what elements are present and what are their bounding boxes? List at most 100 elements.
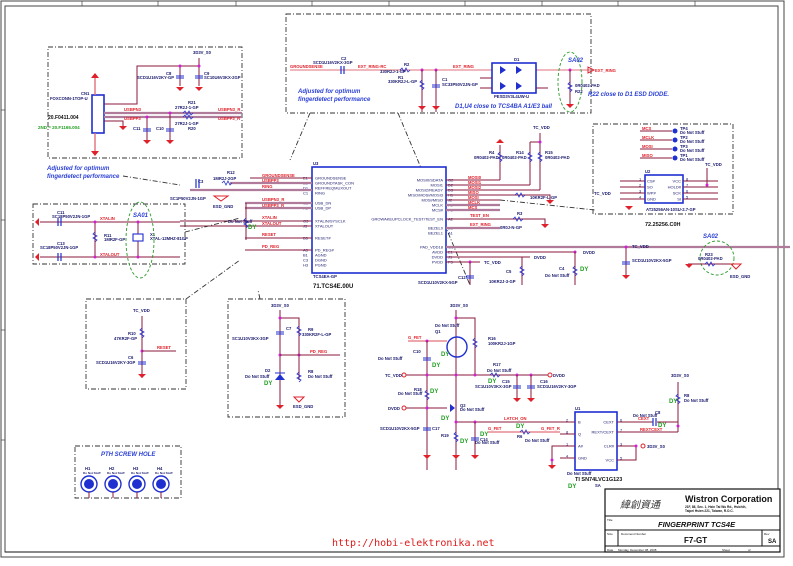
pdreg-supply: 3D3V_S0 [271, 303, 290, 308]
u2-ref: U2 [645, 169, 651, 174]
screw-hole-pad-icon [156, 479, 166, 489]
c8-ref: C8 [166, 71, 172, 76]
net-groundsense-l: GROUNDSENSE [262, 173, 295, 178]
r10-ref: R10 [128, 331, 136, 336]
u3-pin-number: D1 [303, 186, 309, 191]
sheet-border [0, 0, 785, 558]
net-usbpn3-r: USBPN3_R [218, 107, 240, 112]
net-pdreg-l: PD_REG [262, 244, 279, 249]
sa02-right-label: SA02 [703, 234, 719, 240]
c10-value: Do Not Stuff [378, 356, 403, 361]
c14-ref: C14 [480, 437, 488, 442]
u3-pin-name: DVDD [432, 255, 443, 260]
c7-value: SC1U10V3KX-3GP [232, 336, 269, 341]
c4-ref: C4 [559, 266, 565, 271]
net-ext-ring-rc: EXT_RING-RC [358, 64, 386, 69]
dy-u1: DY [568, 484, 576, 490]
watermark-link[interactable]: http://hobi-elektronika.net [332, 538, 495, 549]
c3-value: SC1P50V2JN-1GP [170, 196, 206, 201]
r18-ref: R18 [414, 387, 422, 392]
esd-gnd-icon [212, 195, 230, 202]
sa02-right-block: SA02 TC_VDD SCD1U10V2KX-5GP R23 0R0402-P… [622, 234, 750, 279]
u2-pin-number: 2 [639, 183, 642, 188]
doc-number: F7-GT [684, 536, 707, 545]
dy-d2: DY [264, 381, 272, 387]
resistor-u1-r [675, 393, 681, 405]
u3-pin-name: PD_REG# [315, 248, 334, 253]
u1-c-value: Do Not Stuff [633, 413, 658, 418]
net-reset-l: RESET [262, 232, 276, 237]
transistor-q2 [450, 404, 455, 412]
resistor-r12 [221, 180, 233, 186]
ext-ring-block: GROUNDSENSE C2 SCD1U16V2KX-3GP EXT_RING-… [285, 13, 669, 114]
r21-value: 27R2J-1-GP [175, 105, 199, 110]
resistor-r22 [567, 81, 573, 93]
dy-c14: DY [480, 432, 488, 438]
u3-pin-name: RING [315, 191, 325, 196]
title-label: Title [607, 518, 613, 522]
ic-u1 [574, 411, 618, 471]
dy-c4: DY [580, 267, 588, 273]
r9-ref: R9 [308, 327, 314, 332]
rev-label: Rev [764, 532, 770, 536]
r12-value: 1MR2J-2GP [213, 176, 236, 181]
hole-note: Do Not Stuff [155, 471, 173, 475]
tp-ref: TP3 [680, 144, 688, 149]
border-ticks [1, 1, 696, 441]
r21-ref: R21 [188, 100, 196, 105]
r20-value: 27R2J-1-GP [175, 121, 199, 126]
hole-note: Do Not Stuff [107, 471, 125, 475]
note-adjusted-ext-1: Adjusted for optimum [297, 89, 361, 95]
u3-pin-name: MCS# [432, 208, 444, 213]
title-block: 緯創資通 Wistron Corporation 21F, 88, Sec. 1… [604, 488, 781, 553]
r20-ref: R20 [188, 126, 196, 131]
u1-r-value: Do Not Stuff [684, 398, 709, 403]
resistor-r21 [182, 110, 194, 116]
r15-value: 0R0402-PAD [545, 155, 570, 160]
net-reset: RESET [157, 345, 171, 350]
u3-pin-name: PVDD [432, 260, 443, 265]
c5-value: 10KR2J-3-GP [489, 279, 516, 284]
r14-ref: R14 [516, 150, 524, 155]
x1-value: XTAL-12MHZ-81GP [150, 236, 188, 241]
u2-pin-name: WP# [647, 191, 656, 196]
d1-ref: D1 [514, 57, 520, 62]
company-name: Wistron Corporation [685, 494, 772, 504]
r11-ref: R11 [104, 233, 112, 238]
company-cn: 緯創資通 [620, 499, 662, 511]
resistor-r23 [704, 261, 716, 267]
resistor-c4 [572, 265, 578, 277]
reset-block: TC_VDD R10 47KR2F-GP RESET C6 SCD1U16V2K… [85, 298, 187, 390]
c3-ref: C3 [198, 179, 204, 184]
esd-gnd-label: ESD_GND [213, 204, 233, 209]
u1-ref: U1 [575, 406, 581, 411]
connector-block: CN1 FOXCONN-1TOP-U 20.F0411.004 2ND = 20… [38, 46, 243, 159]
u1-note: Do Not Stuff [567, 471, 592, 476]
u2-pin-number: 3 [639, 189, 642, 194]
cn1-part: FOXCONN-1TOP-U [50, 96, 88, 101]
net-ext-ring-r: EXT_RING [470, 222, 491, 227]
hole-ref: H4 [157, 466, 163, 471]
screw-hole-pad-icon [84, 479, 94, 489]
net-gfet-2: G_FET [488, 426, 502, 431]
u2-pn: 72.25256.C0H [645, 222, 680, 228]
r23-ref: R23 [705, 252, 713, 257]
resistor-r19 [453, 431, 459, 443]
c10-ref: C10 [413, 349, 421, 354]
tp-net: MISO [642, 153, 653, 158]
r11-value: 1MR2F-GP [104, 237, 125, 242]
hole-note: Do Not Stuff [83, 471, 101, 475]
r15-ref: R15 [545, 150, 553, 155]
c6-value: SCD1U16V2KY-3GP [96, 360, 136, 365]
net-gfet-r: G_FET_R [541, 426, 560, 431]
rev-value: SA [768, 539, 777, 545]
tp-ref: TP2 [680, 135, 688, 140]
resistor-r18 [424, 389, 430, 401]
u2-pin-number: 4 [639, 195, 642, 200]
power-block: 3D3V_S0 Do Not Stuff Q1 DY G_FET C10 Do … [378, 303, 577, 470]
u1-pin-name: CLR# [604, 444, 615, 449]
